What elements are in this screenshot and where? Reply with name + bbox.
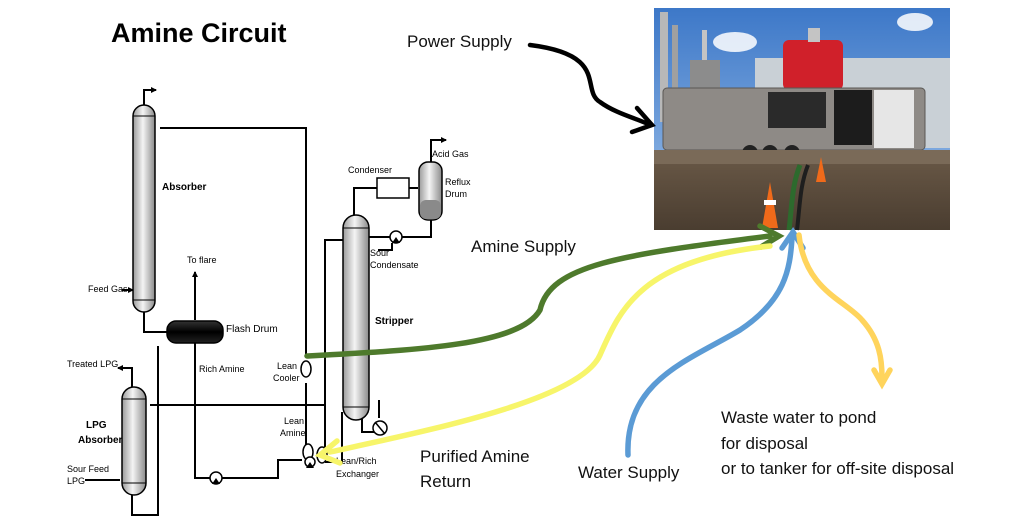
rich-amine-label: Rich Amine	[199, 364, 245, 374]
waste-water-curve	[796, 232, 885, 381]
sour-condensate-label-line2: Condensate	[370, 260, 419, 270]
lpg-absorber-label-line1: LPG	[86, 420, 107, 431]
amine-supply-label: Amine Supply	[471, 237, 576, 256]
amine-supply-curve	[304, 233, 773, 359]
purified-amine-label-line2: Return	[420, 472, 472, 491]
lpg-absorber-label-line2: Absorber	[78, 435, 123, 446]
treated-lpg-label: Treated LPG	[67, 359, 118, 369]
lean-cooler-label-line1: Lean	[277, 361, 297, 371]
page-title: Amine Circuit	[111, 18, 287, 48]
water-supply-curve	[625, 235, 795, 458]
condenser-label: Condenser	[348, 165, 392, 175]
purified-amine-arrowhead	[314, 438, 343, 466]
absorber-column	[132, 104, 156, 313]
water-supply-label: Water Supply	[578, 463, 680, 482]
waste-water-label-line2: for disposal	[721, 434, 808, 453]
waste-water-label-line3: or to tanker for off-site disposal	[721, 459, 955, 478]
lean-amine-pump-icon	[304, 456, 316, 468]
to-flare-label: To flare	[187, 255, 217, 265]
waste-water-arrowhead	[871, 367, 893, 390]
absorber-label: Absorber	[162, 182, 207, 193]
purified-amine-curve	[327, 243, 773, 455]
reflux-drum-label-line2: Drum	[445, 189, 467, 199]
stripper-label: Stripper	[375, 316, 413, 327]
exchanger-label-line2: Exchanger	[336, 469, 379, 479]
flash-drum-label: Flash Drum	[226, 324, 278, 335]
acid-gas-label: Acid Gas	[432, 149, 469, 159]
reboiler-icon	[372, 420, 388, 436]
feed-gas-label: Feed Gas	[88, 284, 128, 294]
lean-cooler-label-line2: Cooler	[273, 373, 300, 383]
sour-feed-lpg-label-line2: LPG	[67, 476, 85, 486]
power-supply-curve	[527, 42, 651, 127]
reflux-drum	[418, 161, 443, 221]
lean-amine-label-line2: Amine	[280, 428, 306, 438]
stripper-column	[342, 214, 370, 421]
lpg-absorber-column	[121, 386, 147, 496]
process-piping	[85, 87, 447, 516]
power-supply-arrowhead	[629, 105, 656, 135]
power-supply-label: Power Supply	[407, 32, 512, 51]
sour-feed-lpg-label-line1: Sour Feed	[67, 464, 109, 474]
flash-drum	[166, 320, 224, 344]
waste-water-label-line1: Waste water to pond	[721, 408, 877, 427]
lean-amine-label-line1: Lean	[284, 416, 304, 426]
exchanger-label-line1: Lean/Rich	[336, 456, 377, 466]
amine-supply-arrowhead	[757, 223, 785, 250]
purified-amine-label-line1: Purified Amine	[420, 447, 530, 466]
rich-amine-pump-icon	[209, 471, 223, 485]
reflux-pump-icon	[389, 230, 403, 244]
sour-condensate-label-line1: Sour	[370, 248, 389, 258]
condenser	[376, 177, 410, 199]
mobile-unit-photo	[654, 8, 950, 231]
lean-cooler-icon	[300, 360, 312, 378]
callout-curves	[304, 42, 893, 466]
reflux-drum-label-line1: Reflux	[445, 177, 471, 187]
